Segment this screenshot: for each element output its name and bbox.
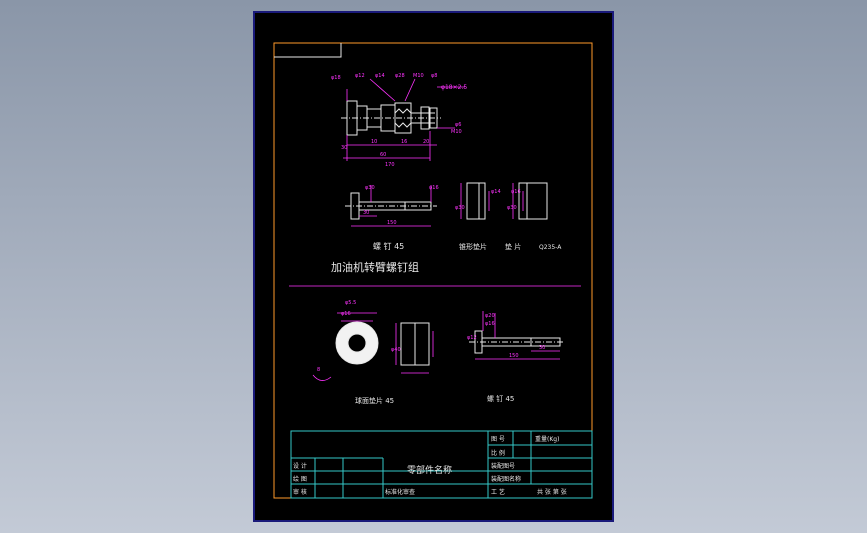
dim-screw2-d2: φ16 (485, 321, 495, 327)
dim-screw-d2: φ16 (429, 185, 439, 191)
table-craft: 工 艺 (491, 488, 505, 496)
dim-a8: φ6 (455, 122, 461, 128)
dim-gasket-b2: φ16 (511, 189, 521, 195)
dim-screw-d3: 30 (363, 210, 369, 216)
cad-drawing: φ18 φ12 φ14 φ28 M10 φ8 φ18×2.5 φ6 M10 30… (273, 42, 593, 499)
dim-screw2-d1: φ20 (485, 313, 495, 319)
dim-a12: 16 (401, 139, 407, 145)
dim-washer-d1: φ5.5 (345, 300, 356, 306)
dim-a4: φ28 (395, 73, 405, 79)
dim-washer-d3: φ40 (391, 347, 401, 353)
dim-washer-d4: 8 (317, 367, 320, 373)
dim-a7: φ18×2.5 (441, 84, 467, 91)
screw-bottom-view: φ20 φ16 φ12 30 150 (467, 311, 565, 360)
dim-a15: 170 (385, 162, 395, 168)
dim-a3: φ14 (375, 73, 385, 79)
dim-screw2-d3: φ12 (467, 335, 477, 341)
table-scale-label: 比 例 (491, 449, 505, 457)
label-washer: 球面垫片 45 (355, 396, 394, 405)
dim-screw2-d4: 30 (539, 345, 545, 351)
label-gasket-a: 锥形垫片 (459, 242, 487, 251)
dim-screw-d4: 150 (387, 220, 397, 226)
label-material: Q235-A (539, 244, 562, 251)
title-block (290, 430, 593, 499)
dim-gasket-a1: φ30 (455, 205, 465, 211)
dim-a13: 20 (423, 139, 429, 145)
dim-a5: M10 (413, 73, 424, 79)
dim-a6: φ8 (431, 73, 437, 79)
drawing-sheet: φ18 φ12 φ14 φ28 M10 φ8 φ18×2.5 φ6 M10 30… (253, 11, 614, 522)
table-sheets: 共 张 第 张 (537, 488, 567, 496)
label-screw-top: 螺 钉 45 (373, 241, 404, 251)
table-code-label: 图 号 (491, 436, 505, 443)
spherical-washer-side: φ40 (391, 322, 434, 374)
dim-gasket-a2: φ14 (491, 189, 501, 195)
table-std-review: 标准化审查 (385, 488, 415, 496)
dim-a10: 30 (341, 145, 347, 151)
dim-a9: M10 (451, 129, 462, 135)
label-gasket-b: 垫 片 (505, 242, 521, 251)
dim-washer-d2: φ16 (341, 311, 351, 317)
corner-code-box (274, 43, 342, 58)
dim-a1: φ18 (331, 75, 341, 81)
spherical-washer-view: φ5.5 φ16 8 (312, 300, 379, 381)
gasket-b-view: φ30 φ16 (507, 182, 548, 220)
screw-top-view: φ30 φ16 30 150 (345, 185, 439, 227)
table-review: 审 核 (293, 488, 307, 496)
table-drawing: 绘 图 (293, 475, 307, 483)
dim-screw-d1: φ30 (365, 185, 375, 191)
table-design: 设 计 (293, 462, 307, 470)
table-assembly-name: 装配图名称 (491, 475, 521, 483)
dim-gasket-b1: φ30 (507, 205, 517, 211)
table-assembly-no: 装配图号 (491, 462, 515, 470)
border-frame (273, 42, 593, 499)
dim-screw2-d5: 150 (509, 353, 519, 359)
gasket-a-view: φ30 φ14 (455, 182, 501, 220)
table-part-name: 零部件名称 (407, 464, 452, 476)
drawing-title: 加油机转臂螺钉组 (331, 260, 419, 274)
dim-a11: 10 (371, 139, 377, 145)
dim-a2: φ12 (355, 73, 365, 79)
dim-a14: 60 (380, 152, 386, 158)
assembly-view: φ18 φ12 φ14 φ28 M10 φ8 φ18×2.5 φ6 M10 30… (331, 73, 467, 168)
label-screw-bottom: 螺 钉 45 (487, 394, 514, 403)
table-weight-label: 重量(Kg) (535, 435, 559, 443)
